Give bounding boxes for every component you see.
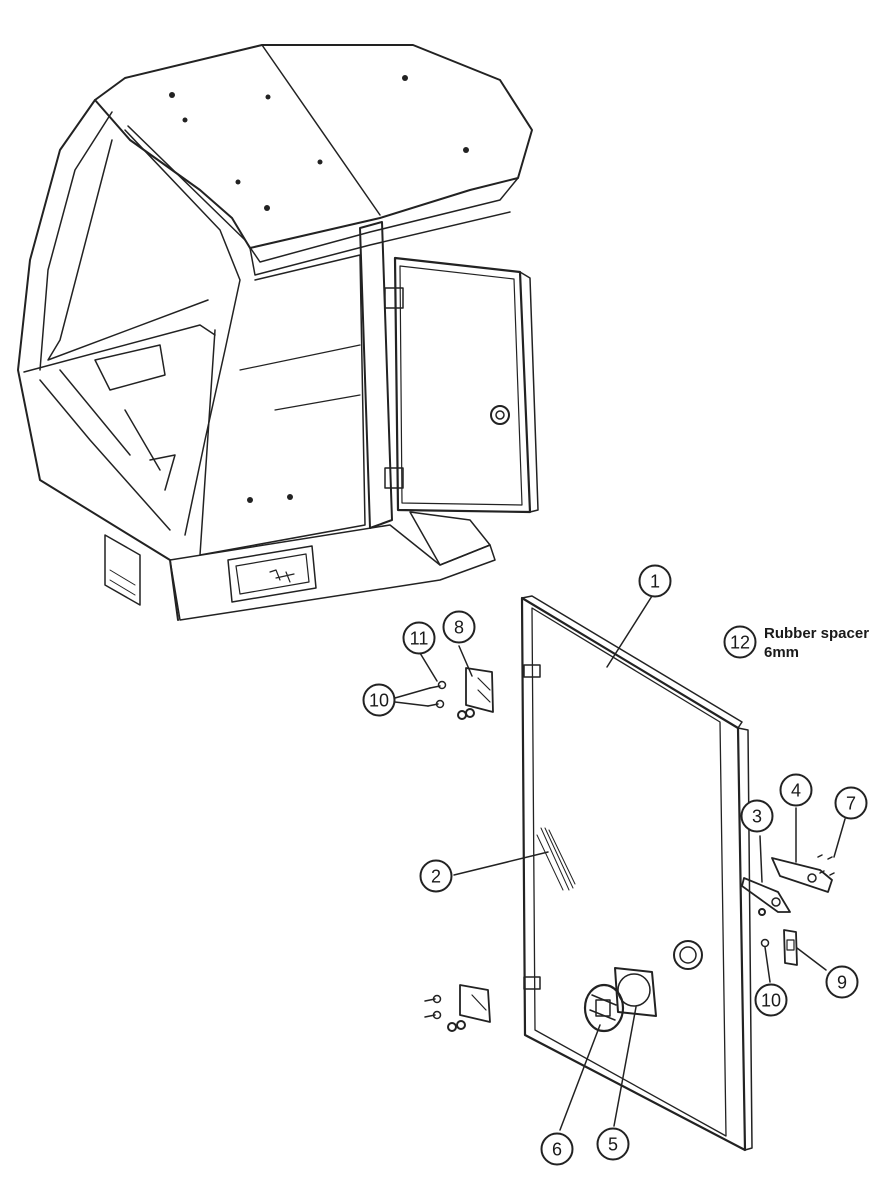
part-4-latch-bracket	[771, 857, 833, 893]
cab-assembly	[17, 44, 539, 621]
part-7-screws	[817, 854, 835, 876]
rubber-spacer-note: Rubber spacer 6mm	[764, 624, 869, 662]
lower-hinge	[447, 984, 491, 1032]
cab-door-open	[393, 256, 532, 514]
callout-11: 11	[402, 621, 436, 655]
part-6-handle	[583, 983, 625, 1033]
callout-2: 2	[419, 859, 453, 893]
callout-10-lower-label: 10	[761, 991, 781, 1011]
door-panel	[520, 595, 753, 1152]
callout-8: 8	[442, 610, 476, 644]
callout-5-label: 5	[608, 1135, 618, 1155]
cab-roof	[94, 44, 533, 249]
callout-11-label: 11	[410, 629, 429, 649]
callout-7-label: 7	[846, 794, 856, 814]
callout-9-label: 9	[837, 973, 847, 993]
callout-6: 6	[540, 1132, 574, 1166]
callout-1: 1	[638, 564, 672, 598]
rubber-spacer-note-line1: Rubber spacer	[764, 625, 870, 642]
callout-10-lower: 10	[754, 983, 788, 1017]
callout-9: 9	[825, 965, 859, 999]
callout-5: 5	[596, 1127, 630, 1161]
upper-hinge-screws	[427, 680, 447, 709]
callout-12-label: 12	[730, 633, 750, 653]
callout-12: 12	[723, 625, 757, 659]
part-8-upper-hinge	[457, 667, 494, 720]
callout-6-label: 6	[552, 1140, 562, 1160]
rubber-spacer-note-line2: 6mm	[764, 644, 800, 661]
callout-10-upper: 10	[362, 683, 396, 717]
part-3-striker-plate	[741, 877, 791, 916]
callout-4-label: 4	[791, 781, 801, 801]
part-5-bezel	[614, 967, 657, 1017]
callout-8-label: 8	[454, 618, 464, 638]
callout-2-label: 2	[431, 867, 441, 887]
cab-rear-plate	[227, 545, 317, 603]
lower-hinge-screws	[424, 994, 442, 1020]
callout-10-upper-label: 10	[369, 691, 389, 711]
callout-4: 4	[779, 773, 813, 807]
callout-3: 3	[740, 799, 774, 833]
part-9-catch	[783, 929, 798, 966]
cab-centre-pillar	[359, 221, 393, 529]
callout-7: 7	[834, 786, 868, 820]
callout-1-label: 1	[650, 572, 660, 592]
leader-lines	[394, 595, 846, 1131]
callout-3-label: 3	[752, 807, 762, 827]
